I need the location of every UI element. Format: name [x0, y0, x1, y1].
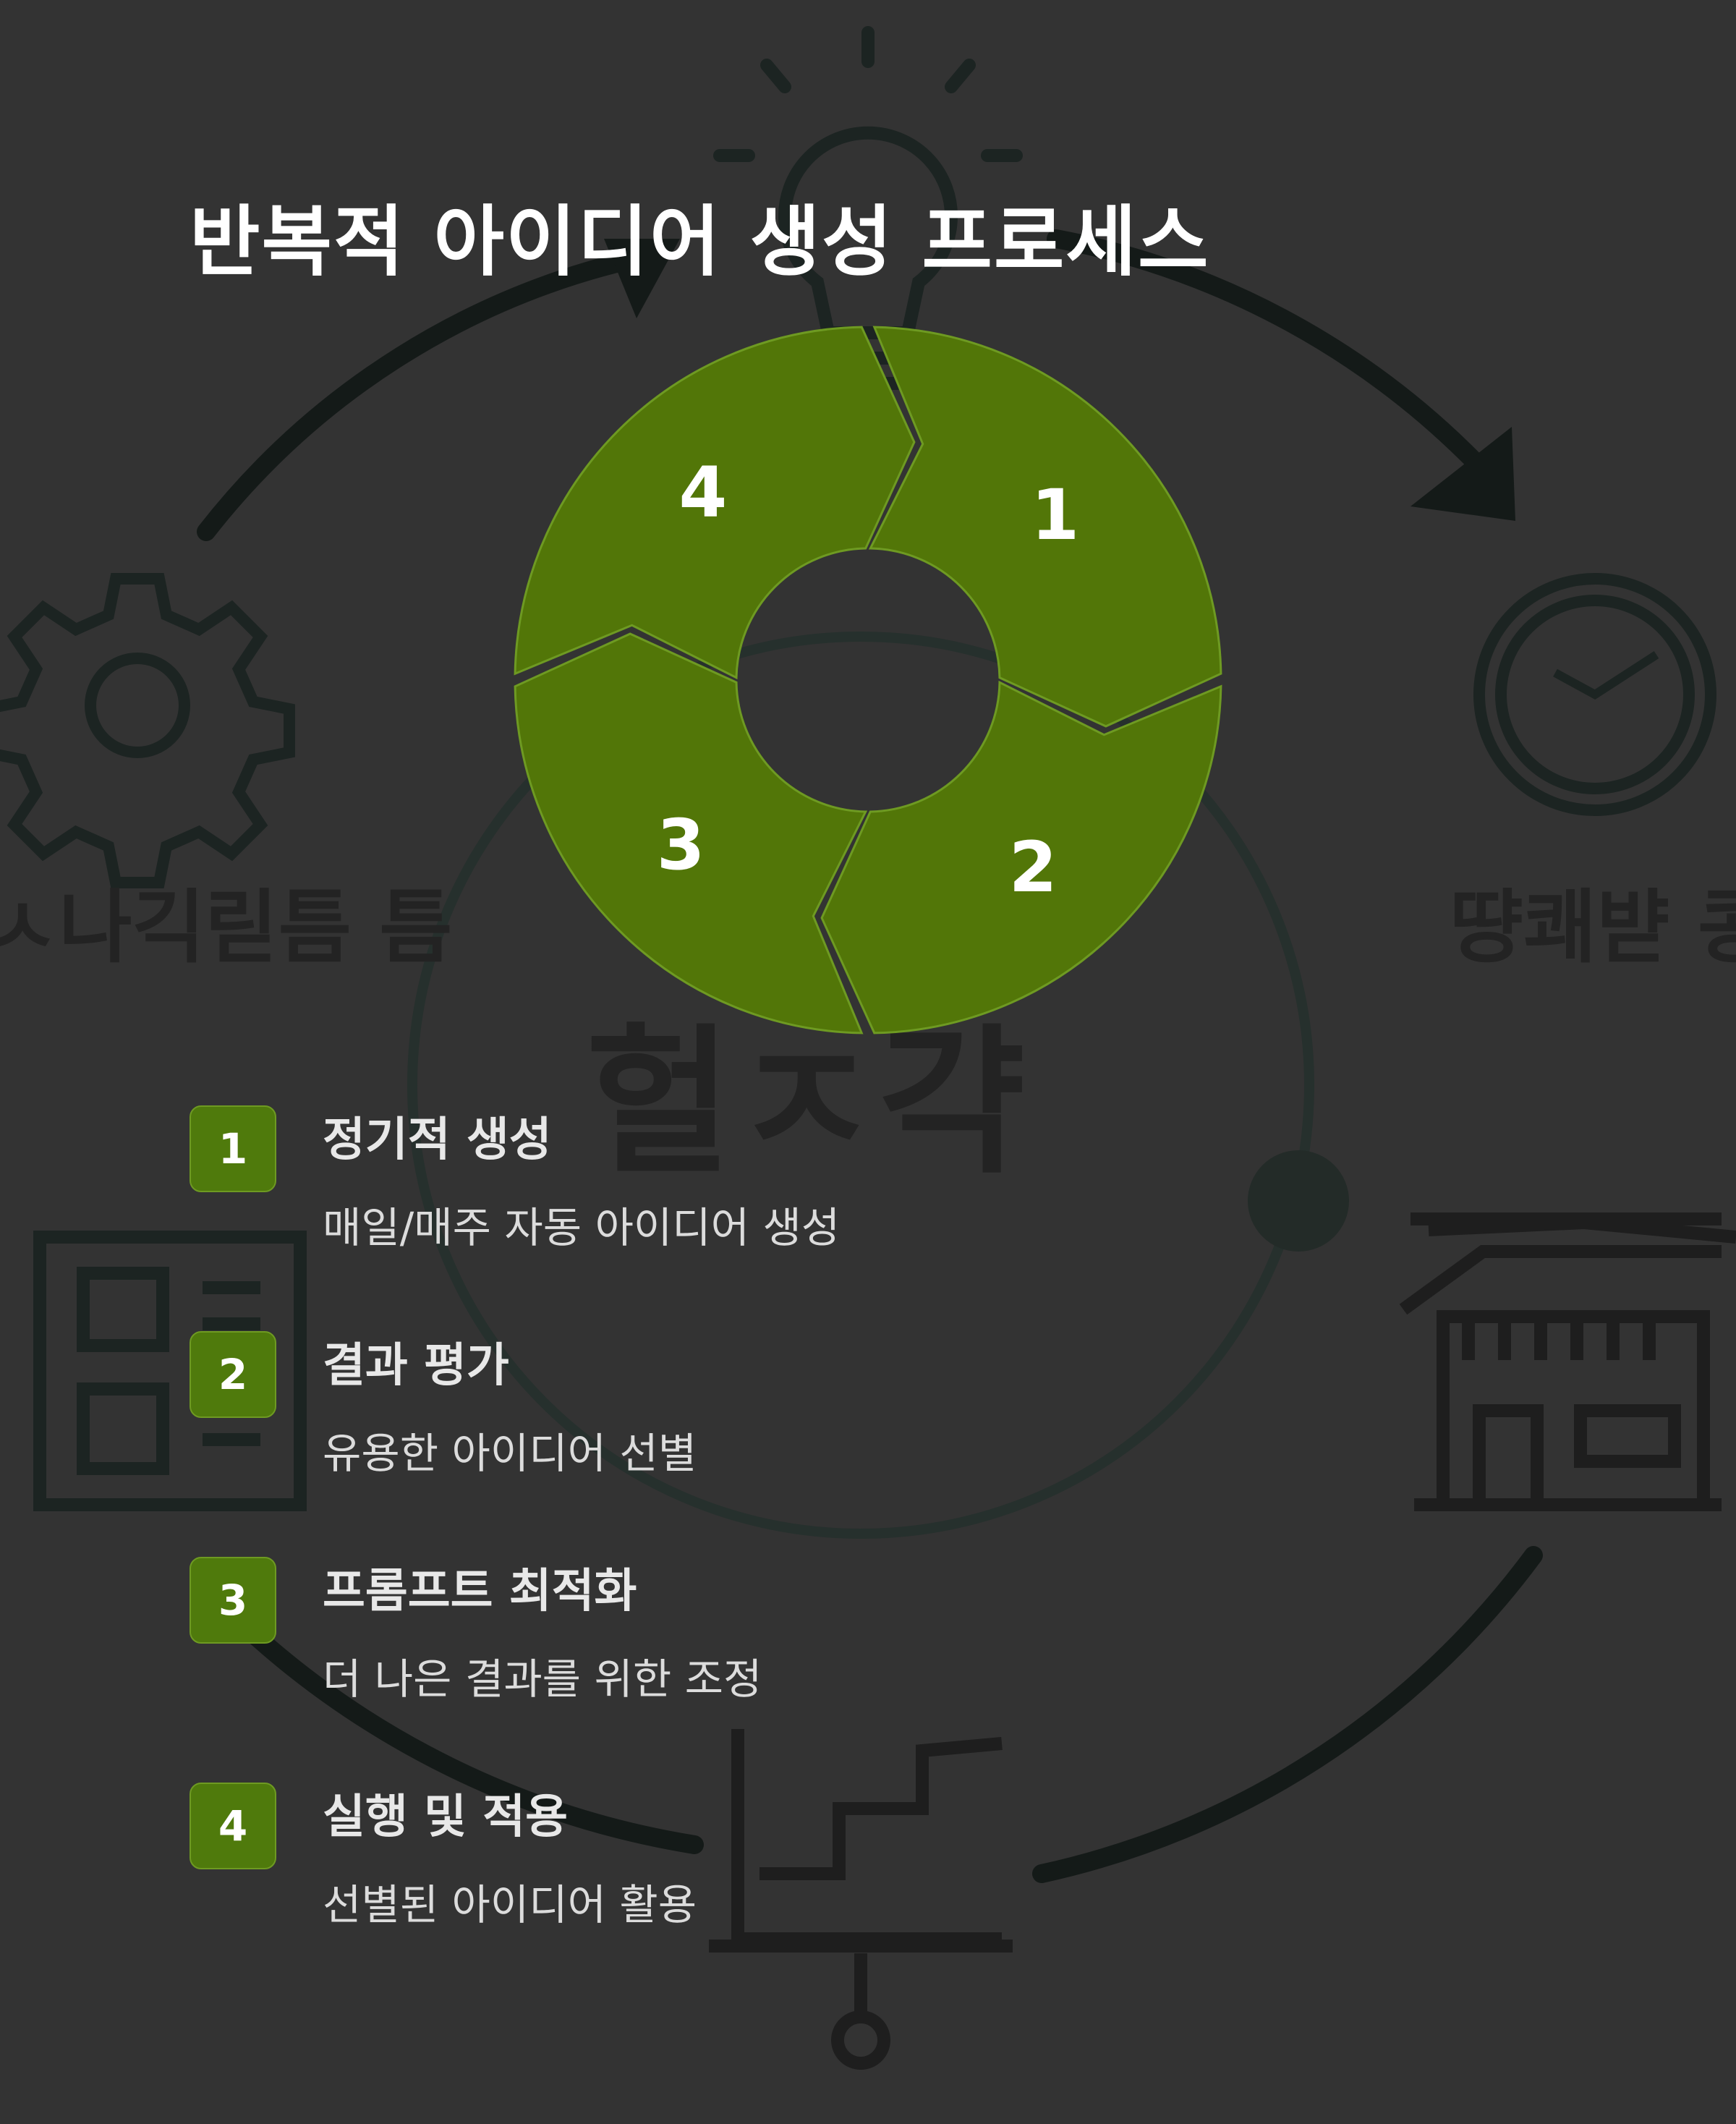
step-title: 결과 평가 — [323, 1339, 509, 1393]
step-description: 매일/매주 자동 아이디어 생성 — [323, 1203, 841, 1252]
page-title: 반복적 아이디어 생성 프로세스 — [190, 197, 1210, 286]
ring-node — [1248, 1150, 1349, 1252]
cycle-arrowheads — [604, 239, 1515, 521]
step-item-3: 3 프롬프트 최적화 더 나은 결과를 위한 조정 — [190, 1554, 1202, 1780]
step-description: 유용한 아이디어 선별 — [323, 1429, 697, 1478]
step-title: 프롬프트 최적화 — [323, 1565, 637, 1618]
step-badge: 3 — [190, 1557, 276, 1644]
step-badge: 4 — [190, 1783, 276, 1869]
step-item-4: 4 실행 및 적용 선별된 아이디어 활용 — [190, 1780, 1202, 2005]
cycle-segments: 1 2 3 4 — [514, 326, 1222, 1035]
step-item-2: 2 결과 평가 유용한 아이디어 선별 — [190, 1328, 1202, 1554]
cycle-segment-label: 4 — [678, 452, 727, 533]
cycle-arrows-icon — [197, 229, 1543, 1883]
ghost-label-left: ㅅ나긱릳틈 틈 — [0, 881, 453, 974]
cycle-segment-2 — [820, 680, 1222, 1035]
step-description: 선별된 아이디어 활용 — [323, 1880, 697, 1929]
chart-icon — [709, 1729, 1013, 2070]
ghost-label-right: 땽쾌뱓 콩 — [1450, 881, 1736, 974]
step-list: 1 정기적 생성 매일/매주 자동 아이디어 생성 2 결과 평가 유용한 아이… — [190, 1103, 1202, 2005]
step-badge: 1 — [190, 1105, 276, 1192]
step-title: 실행 및 적용 — [323, 1790, 568, 1844]
cycle-segment-label: 3 — [657, 804, 705, 885]
clock-icon — [1473, 573, 1716, 816]
step-description: 더 나은 결과를 위한 조정 — [323, 1654, 762, 1704]
cycle-segment-1 — [868, 326, 1222, 728]
step-badge: 2 — [190, 1331, 276, 1418]
step-title: 정기적 생성 — [323, 1113, 552, 1167]
ghost-label-center: 헐ㅈ갹 — [586, 1010, 1025, 1195]
cycle-segment-4 — [514, 326, 916, 680]
step-item-1: 1 정기적 생성 매일/매주 자동 아이디어 생성 — [190, 1103, 1202, 1328]
background-ring — [407, 632, 1314, 1539]
gear-icon — [0, 573, 295, 888]
cycle-segment-3 — [514, 632, 868, 1035]
cycle-segment-label: 1 — [1031, 475, 1079, 556]
building-icon — [1399, 1212, 1736, 1511]
cycle-segment-label: 2 — [1009, 827, 1058, 908]
